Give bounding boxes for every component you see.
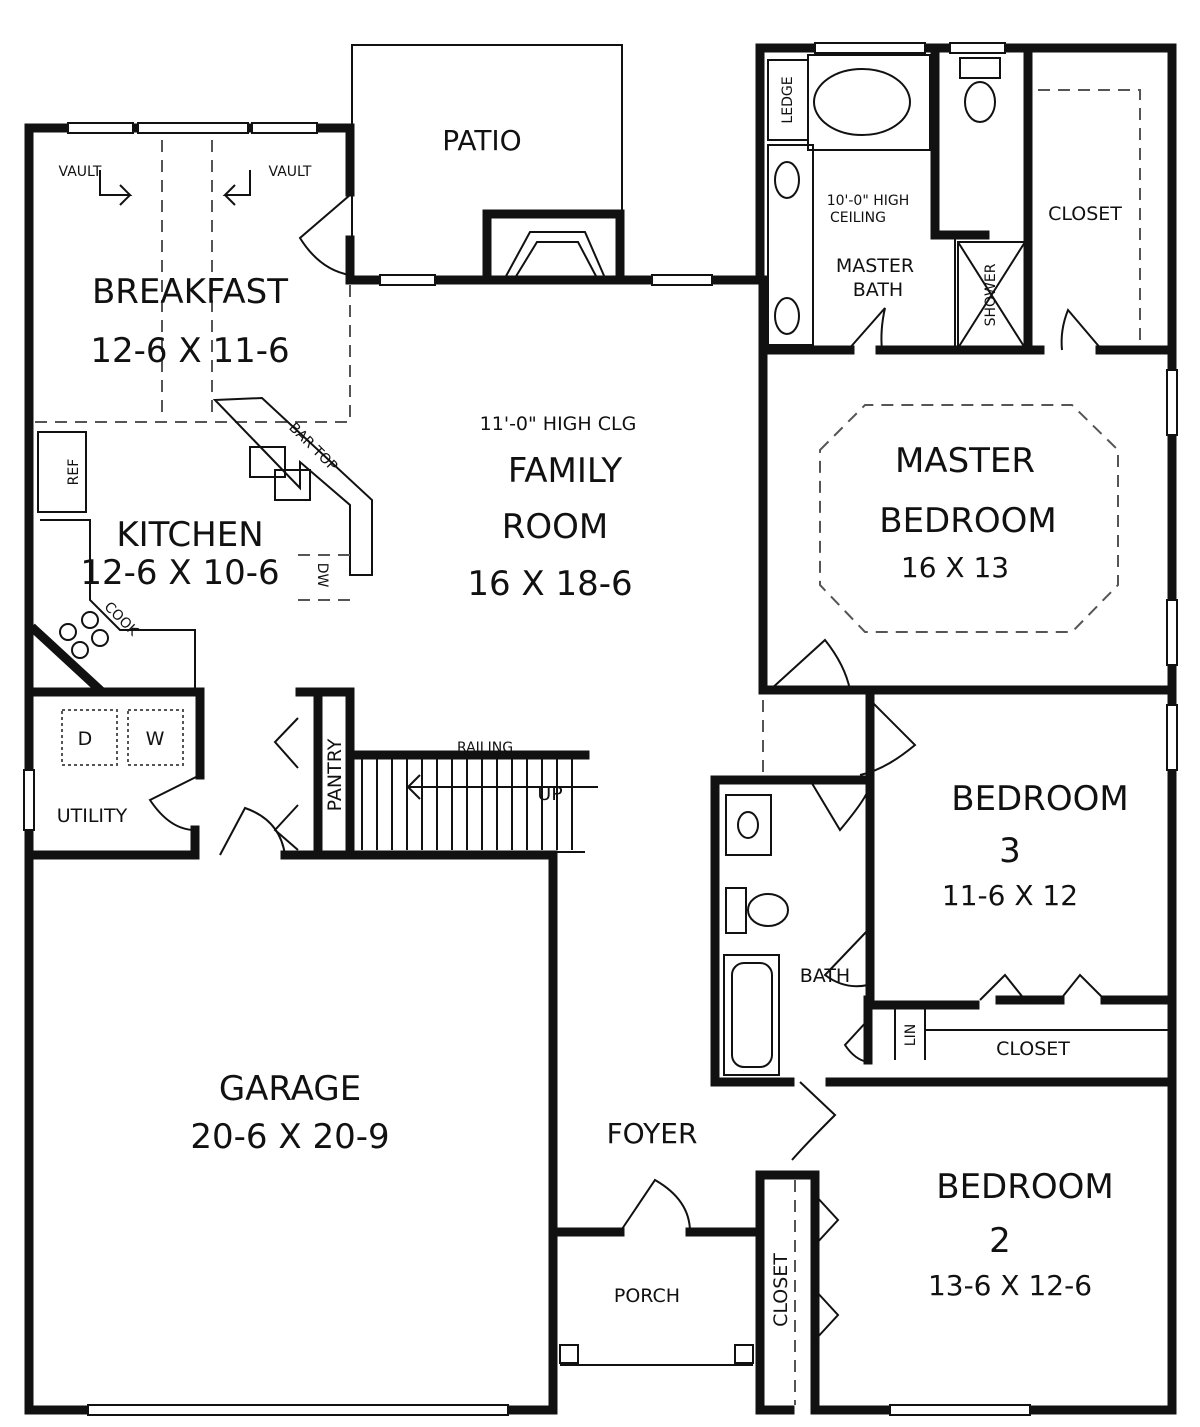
label-dryer: D bbox=[78, 728, 93, 750]
label-ledge: LEDGE bbox=[780, 76, 796, 123]
label-utility: UTILITY bbox=[57, 805, 128, 827]
label-ref: REF bbox=[66, 459, 82, 486]
label-master-bath-note2: CEILING bbox=[830, 210, 886, 226]
walls bbox=[24, 43, 1177, 1415]
label-family: FAMILY bbox=[508, 451, 622, 491]
label-dw: DW bbox=[314, 563, 330, 588]
label-master-bath-2: BATH bbox=[853, 279, 903, 301]
label-vault-left: VAULT bbox=[59, 164, 102, 180]
label-family-size: 16 X 18-6 bbox=[467, 564, 632, 604]
label-garage-size: 20-6 X 20-9 bbox=[190, 1117, 389, 1157]
label-porch: PORCH bbox=[614, 1285, 680, 1307]
label-up: UP bbox=[537, 783, 562, 805]
label-bedroom3-size: 11-6 X 12 bbox=[942, 879, 1078, 912]
label-garage: GARAGE bbox=[219, 1069, 361, 1109]
label-master-bedroom-size: 16 X 13 bbox=[901, 551, 1009, 584]
ceiling-lines bbox=[35, 89, 1141, 633]
label-shower: SHOWER bbox=[983, 263, 999, 326]
doors bbox=[99, 170, 1106, 1341]
label-master-closet: CLOSET bbox=[1048, 203, 1122, 225]
label-closet2: CLOSET bbox=[770, 1253, 792, 1327]
label-bedroom3-num: 3 bbox=[999, 831, 1021, 871]
label-kitchen: KITCHEN bbox=[116, 515, 263, 555]
label-pantry: PANTRY bbox=[324, 738, 346, 811]
label-master-bath: MASTER bbox=[836, 255, 914, 277]
label-master-bedroom: MASTER bbox=[895, 441, 1035, 481]
label-kitchen-size: 12-6 X 10-6 bbox=[80, 553, 279, 593]
label-bedroom2-num: 2 bbox=[989, 1221, 1011, 1261]
label-bedroom2: BEDROOM bbox=[936, 1167, 1113, 1207]
label-foyer: FOYER bbox=[607, 1117, 698, 1150]
label-lin: LIN bbox=[903, 1024, 919, 1046]
label-patio: PATIO bbox=[442, 124, 521, 157]
label-family-note: 11'-0" HIGH CLG bbox=[480, 413, 637, 435]
label-washer: W bbox=[146, 728, 165, 750]
label-master-bedroom-2: BEDROOM bbox=[879, 501, 1056, 541]
label-closet3: CLOSET bbox=[996, 1038, 1070, 1060]
windows bbox=[23, 42, 1178, 1416]
label-bedroom3: BEDROOM bbox=[951, 779, 1128, 819]
room-labels: PATIO VAULT VAULT BREAKFAST 12-6 X 11-6 … bbox=[57, 76, 1129, 1326]
patio-area bbox=[351, 44, 625, 283]
label-railing: RAILING bbox=[457, 740, 513, 756]
label-room: ROOM bbox=[502, 507, 608, 547]
label-bar-top: BAR TOP bbox=[285, 420, 340, 475]
label-bedroom2-size: 13-6 X 12-6 bbox=[928, 1269, 1092, 1302]
label-bath: BATH bbox=[800, 965, 850, 987]
label-breakfast-size: 12-6 X 11-6 bbox=[90, 331, 289, 371]
fixtures bbox=[28, 54, 1168, 1405]
label-master-bath-note1: 10'-0" HIGH bbox=[827, 193, 910, 209]
label-breakfast: BREAKFAST bbox=[92, 272, 288, 312]
label-vault-right: VAULT bbox=[269, 164, 312, 180]
